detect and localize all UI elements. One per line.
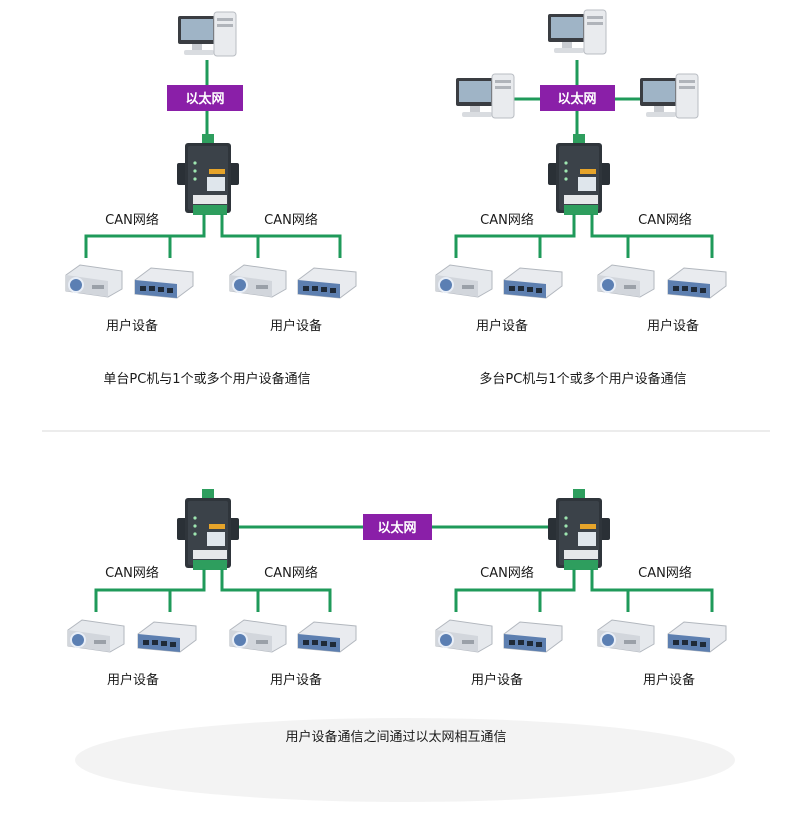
projector-icon — [229, 619, 287, 653]
projector-icon — [67, 619, 125, 653]
user-device-label: 用户设备 — [107, 672, 159, 688]
switch-icon — [503, 267, 563, 299]
ethernet-label: 以太网 — [185, 91, 224, 107]
user-device-label: 用户设备 — [270, 318, 322, 334]
panel-device-to-device: 以太网 CAN网络 CAN网络 用户设备 用户设备 CAN网络 CAN网络 用户… — [67, 489, 735, 802]
can-network-label: CAN网络 — [480, 212, 534, 228]
user-device-label: 用户设备 — [643, 672, 695, 688]
caption-multi-pc: 多台PC机与1个或多个用户设备通信 — [479, 371, 686, 387]
can-network-label: CAN网络 — [264, 565, 318, 581]
projector-icon — [229, 264, 287, 298]
panel-multi-pc: 以太网 CAN网络 CAN网络 用户设备 用户设备 多台PC机与1个或多个用户设… — [435, 9, 727, 387]
user-device-label: 用户设备 — [270, 672, 322, 688]
panel-single-pc: 以太网 CAN网络 CAN网络 用户设备 用户设备 单台PC机与1个或多个用户设… — [65, 11, 357, 387]
can-network-label: CAN网络 — [105, 565, 159, 581]
ethernet-box — [363, 514, 432, 540]
user-device-label: 用户设备 — [476, 318, 528, 334]
switch-icon — [667, 267, 727, 299]
pc-icon — [547, 9, 607, 55]
user-device-label: 用户设备 — [647, 318, 699, 334]
projector-icon — [65, 264, 123, 298]
projector-icon — [597, 619, 655, 653]
pc-icon — [455, 73, 515, 119]
pc-icon — [177, 11, 237, 57]
converter-icon — [548, 489, 610, 570]
pc-icon — [639, 73, 699, 119]
converter-icon — [177, 489, 239, 570]
projector-icon — [435, 619, 493, 653]
ethernet-label: 以太网 — [557, 91, 596, 107]
can-network-label: CAN网络 — [638, 212, 692, 228]
caption-single-pc: 单台PC机与1个或多个用户设备通信 — [103, 371, 310, 387]
switch-icon — [667, 621, 727, 653]
can-network-label: CAN网络 — [480, 565, 534, 581]
can-network-label: CAN网络 — [638, 565, 692, 581]
caption-device-to-device: 用户设备通信之间通过以太网相互通信 — [285, 729, 506, 745]
projector-icon — [435, 264, 493, 298]
switch-icon — [503, 621, 563, 653]
user-device-label: 用户设备 — [471, 672, 523, 688]
switch-icon — [134, 267, 194, 299]
user-device-label: 用户设备 — [106, 318, 158, 334]
ethernet-label: 以太网 — [377, 520, 416, 536]
converter-icon — [548, 134, 610, 215]
switch-icon — [297, 267, 357, 299]
switch-icon — [297, 621, 357, 653]
converter-icon — [177, 134, 239, 215]
ethernet-box — [167, 85, 243, 111]
projector-icon — [597, 264, 655, 298]
can-network-label: CAN网络 — [105, 212, 159, 228]
ethernet-box — [540, 85, 615, 111]
switch-icon — [137, 621, 197, 653]
can-network-label: CAN网络 — [264, 212, 318, 228]
